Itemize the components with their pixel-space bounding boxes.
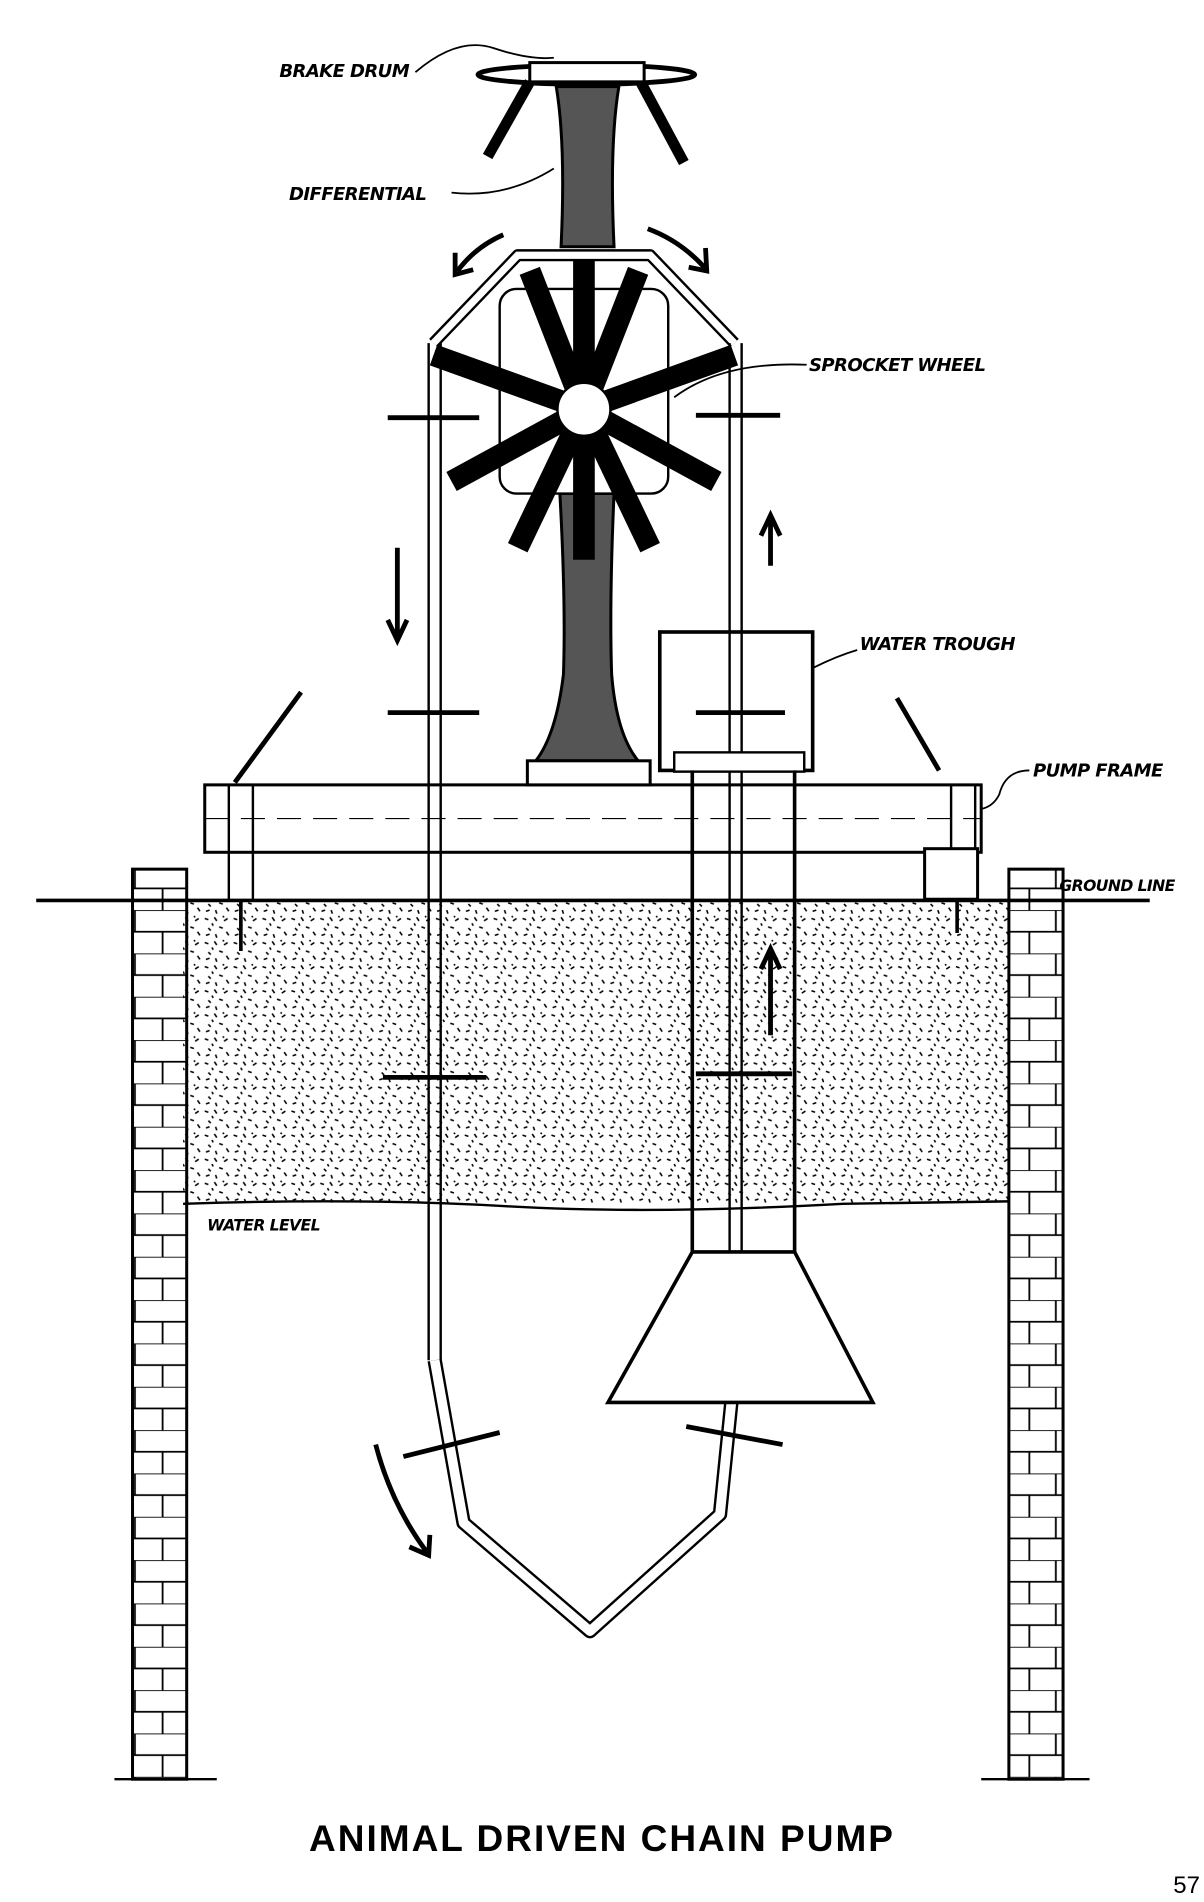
left-chain xyxy=(427,343,442,1361)
diagram-title: ANIMAL DRIVEN CHAIN PUMP xyxy=(309,1818,895,1859)
differential-column xyxy=(554,85,621,249)
water-level-line xyxy=(183,1200,1008,1212)
left-brick-wall xyxy=(131,867,189,1781)
page-number: 57 xyxy=(1173,1872,1200,1899)
label-ground-line: GROUND LINE xyxy=(1059,876,1175,895)
chain-discs xyxy=(382,412,793,1459)
soil xyxy=(183,900,1008,1204)
right-chain xyxy=(728,343,743,1361)
label-water-level: WATER LEVEL xyxy=(207,1215,320,1234)
label-sprocket-wheel: SPROCKET WHEEL xyxy=(809,355,985,376)
label-brake-drum: BRAKE DRUM xyxy=(279,61,409,82)
water-trough xyxy=(657,630,815,773)
label-pump-frame: PUMP FRAME xyxy=(1033,760,1164,781)
label-water-trough: WATER TROUGH xyxy=(860,634,1016,655)
flow-arrows xyxy=(373,226,783,1559)
pump-pipe xyxy=(690,770,797,1252)
right-brick-wall xyxy=(1007,867,1065,1781)
label-differential: DIFFERENTIAL xyxy=(289,184,426,205)
pipe-flare xyxy=(604,1250,876,1405)
